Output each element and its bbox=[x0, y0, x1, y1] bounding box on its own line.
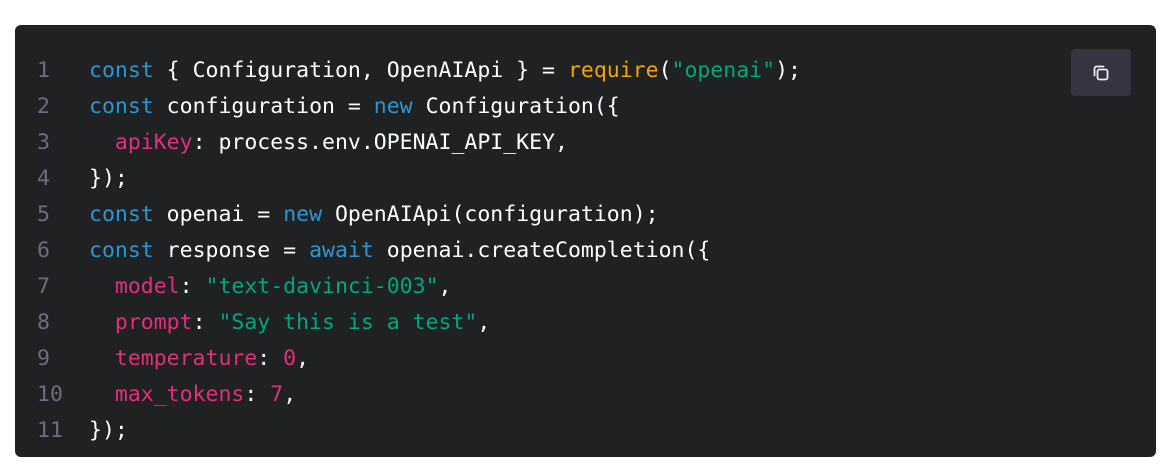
code-token: const bbox=[89, 201, 154, 227]
code-token: : process.env.OPENAI_API_KEY, bbox=[192, 129, 568, 155]
line-number: 7 bbox=[37, 273, 50, 299]
code-token: , bbox=[296, 345, 310, 371]
code-token: 7 bbox=[270, 381, 284, 407]
code-line: 9 temperature: 0, bbox=[15, 340, 1156, 376]
code-token: : bbox=[192, 309, 219, 335]
code-line: 4}); bbox=[15, 160, 1156, 196]
code-token: Configuration({ bbox=[412, 93, 620, 119]
code-token: OpenAIApi(configuration); bbox=[322, 201, 659, 227]
line-number: 9 bbox=[37, 345, 50, 371]
code-token: model bbox=[114, 273, 180, 299]
line-code: }); bbox=[79, 166, 1156, 191]
code-line: 1 const { Configuration, OpenAIApi } = re… bbox=[15, 52, 1156, 88]
code-line: 3 apiKey: process.env.OPENAI_API_KEY, bbox=[15, 124, 1156, 160]
code-token: ( bbox=[658, 57, 672, 83]
code-token: 0 bbox=[283, 345, 297, 371]
code-token: openai = bbox=[153, 201, 284, 227]
code-lines: 1 const { Configuration, OpenAIApi } = re… bbox=[15, 52, 1156, 448]
code-token: "Say this is a test" bbox=[218, 309, 478, 335]
code-token: "text-davinci-003" bbox=[205, 273, 439, 299]
code-line: 2 const configuration = new Configuration… bbox=[15, 88, 1156, 124]
code-token: max_tokens bbox=[114, 381, 245, 407]
line-number: 5 bbox=[37, 201, 50, 227]
line-number: 10 bbox=[37, 381, 63, 407]
code-token: }); bbox=[89, 165, 128, 191]
code-token: : bbox=[244, 381, 271, 407]
line-code: const response = await openai.createComp… bbox=[79, 238, 1156, 263]
code-token: : bbox=[179, 273, 206, 299]
code-token: apiKey bbox=[114, 129, 193, 155]
line-number: 8 bbox=[37, 309, 50, 335]
line-code: const { Configuration, OpenAIApi } = req… bbox=[79, 58, 1156, 83]
line-code: }); bbox=[79, 418, 1156, 443]
code-token: ); bbox=[775, 57, 801, 83]
code-token: new bbox=[373, 93, 413, 119]
line-code: apiKey: process.env.OPENAI_API_KEY, bbox=[79, 130, 1156, 155]
line-number: 11 bbox=[37, 417, 63, 443]
line-number: 2 bbox=[37, 93, 50, 119]
line-number: 1 bbox=[37, 57, 50, 83]
line-number: 6 bbox=[37, 237, 50, 263]
copy-code-button[interactable] bbox=[1071, 49, 1131, 96]
code-token bbox=[89, 130, 115, 155]
code-token bbox=[89, 310, 115, 335]
code-token: , bbox=[477, 309, 491, 335]
code-token: temperature bbox=[114, 345, 258, 371]
copy-icon bbox=[1091, 63, 1111, 83]
code-line: 7 model: "text-davinci-003", bbox=[15, 268, 1156, 304]
line-number: 3 bbox=[37, 129, 50, 155]
code-token: new bbox=[283, 201, 323, 227]
code-token: "openai" bbox=[671, 57, 776, 83]
code-token: require bbox=[567, 57, 659, 83]
code-line: 11}); bbox=[15, 412, 1156, 448]
code-token: , bbox=[438, 273, 452, 299]
code-token bbox=[89, 346, 115, 371]
code-token: await bbox=[309, 237, 374, 263]
code-token: const bbox=[89, 93, 154, 119]
line-number: 4 bbox=[37, 165, 50, 191]
line-code: prompt: "Say this is a test", bbox=[79, 310, 1156, 335]
code-line: 10 max_tokens: 7, bbox=[15, 376, 1156, 412]
code-token: }); bbox=[89, 417, 128, 443]
code-token: prompt bbox=[114, 309, 193, 335]
line-code: max_tokens: 7, bbox=[79, 382, 1156, 407]
code-line: 6 const response = await openai.createCom… bbox=[15, 232, 1156, 268]
code-block: 1 const { Configuration, OpenAIApi } = re… bbox=[15, 25, 1156, 457]
code-token: configuration = bbox=[153, 93, 374, 119]
code-token: { Configuration, OpenAIApi } = bbox=[153, 57, 568, 83]
code-token: response = bbox=[153, 237, 310, 263]
line-code: model: "text-davinci-003", bbox=[79, 274, 1156, 299]
code-token bbox=[89, 274, 115, 299]
line-code: const openai = new OpenAIApi(configurati… bbox=[79, 202, 1156, 227]
line-code: temperature: 0, bbox=[79, 346, 1156, 371]
code-token: , bbox=[283, 381, 297, 407]
code-token: const bbox=[89, 237, 154, 263]
code-line: 5 const openai = new OpenAIApi(configurat… bbox=[15, 196, 1156, 232]
code-token: openai.createCompletion({ bbox=[373, 237, 711, 263]
line-code: const configuration = new Configuration(… bbox=[79, 94, 1156, 119]
code-line: 8 prompt: "Say this is a test", bbox=[15, 304, 1156, 340]
code-token: : bbox=[257, 345, 284, 371]
code-token: const bbox=[89, 57, 154, 83]
code-token bbox=[89, 382, 115, 407]
